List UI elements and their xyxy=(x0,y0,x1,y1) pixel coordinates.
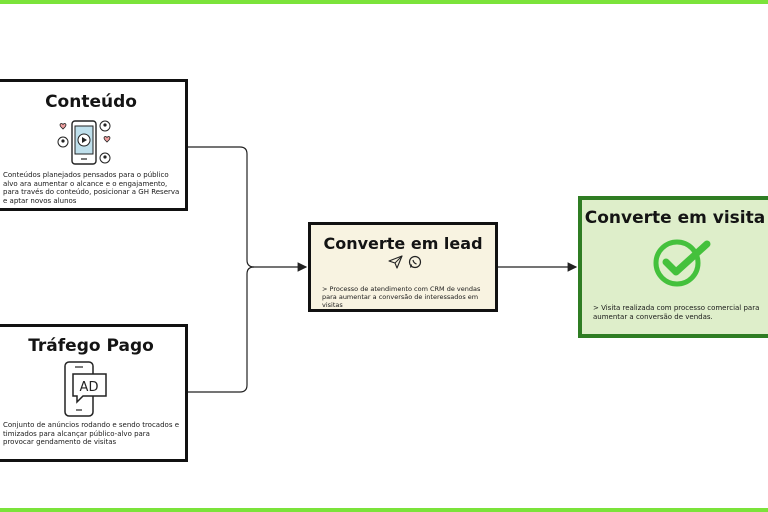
send-icon xyxy=(388,255,403,269)
node-visita: Converte em visita > Visita realizada co… xyxy=(578,196,768,338)
edge-conteudo-to-lead xyxy=(188,146,255,268)
node-lead-description: > Processo de atendimento com CRM de ven… xyxy=(322,285,481,309)
node-lead-title: Converte em lead xyxy=(323,234,483,253)
edge-trafego-to-lead xyxy=(188,266,255,393)
mobile-video-social-icon xyxy=(57,120,111,165)
node-trafego: Tráfego Pago AD Conjunto de anúncios rod… xyxy=(0,324,188,462)
node-conteudo-description: Conteúdos planejados pensados para o púb… xyxy=(3,171,180,205)
node-visita-title: Converte em visita xyxy=(584,208,766,228)
node-conteudo-title: Conteúdo xyxy=(45,92,137,112)
node-trafego-description: Conjunto de anúncios rodando e sendo tro… xyxy=(3,421,179,446)
node-trafego-title: Tráfego Pago xyxy=(28,336,154,356)
whatsapp-icon xyxy=(408,255,422,269)
check-circle-icon xyxy=(653,239,711,287)
bottom-accent-bar xyxy=(0,508,768,512)
mobile-ad-icon: AD xyxy=(64,361,107,417)
lead-icons xyxy=(388,255,422,269)
node-conteudo: Conteúdo Conteúdos planejados pensados p… xyxy=(0,79,188,211)
top-accent-bar xyxy=(0,0,768,4)
node-visita-description: > Visita realizada com processo comercia… xyxy=(593,304,760,321)
svg-text:AD: AD xyxy=(80,380,99,395)
node-lead: Converte em lead > Processo de atendimen… xyxy=(308,222,498,312)
